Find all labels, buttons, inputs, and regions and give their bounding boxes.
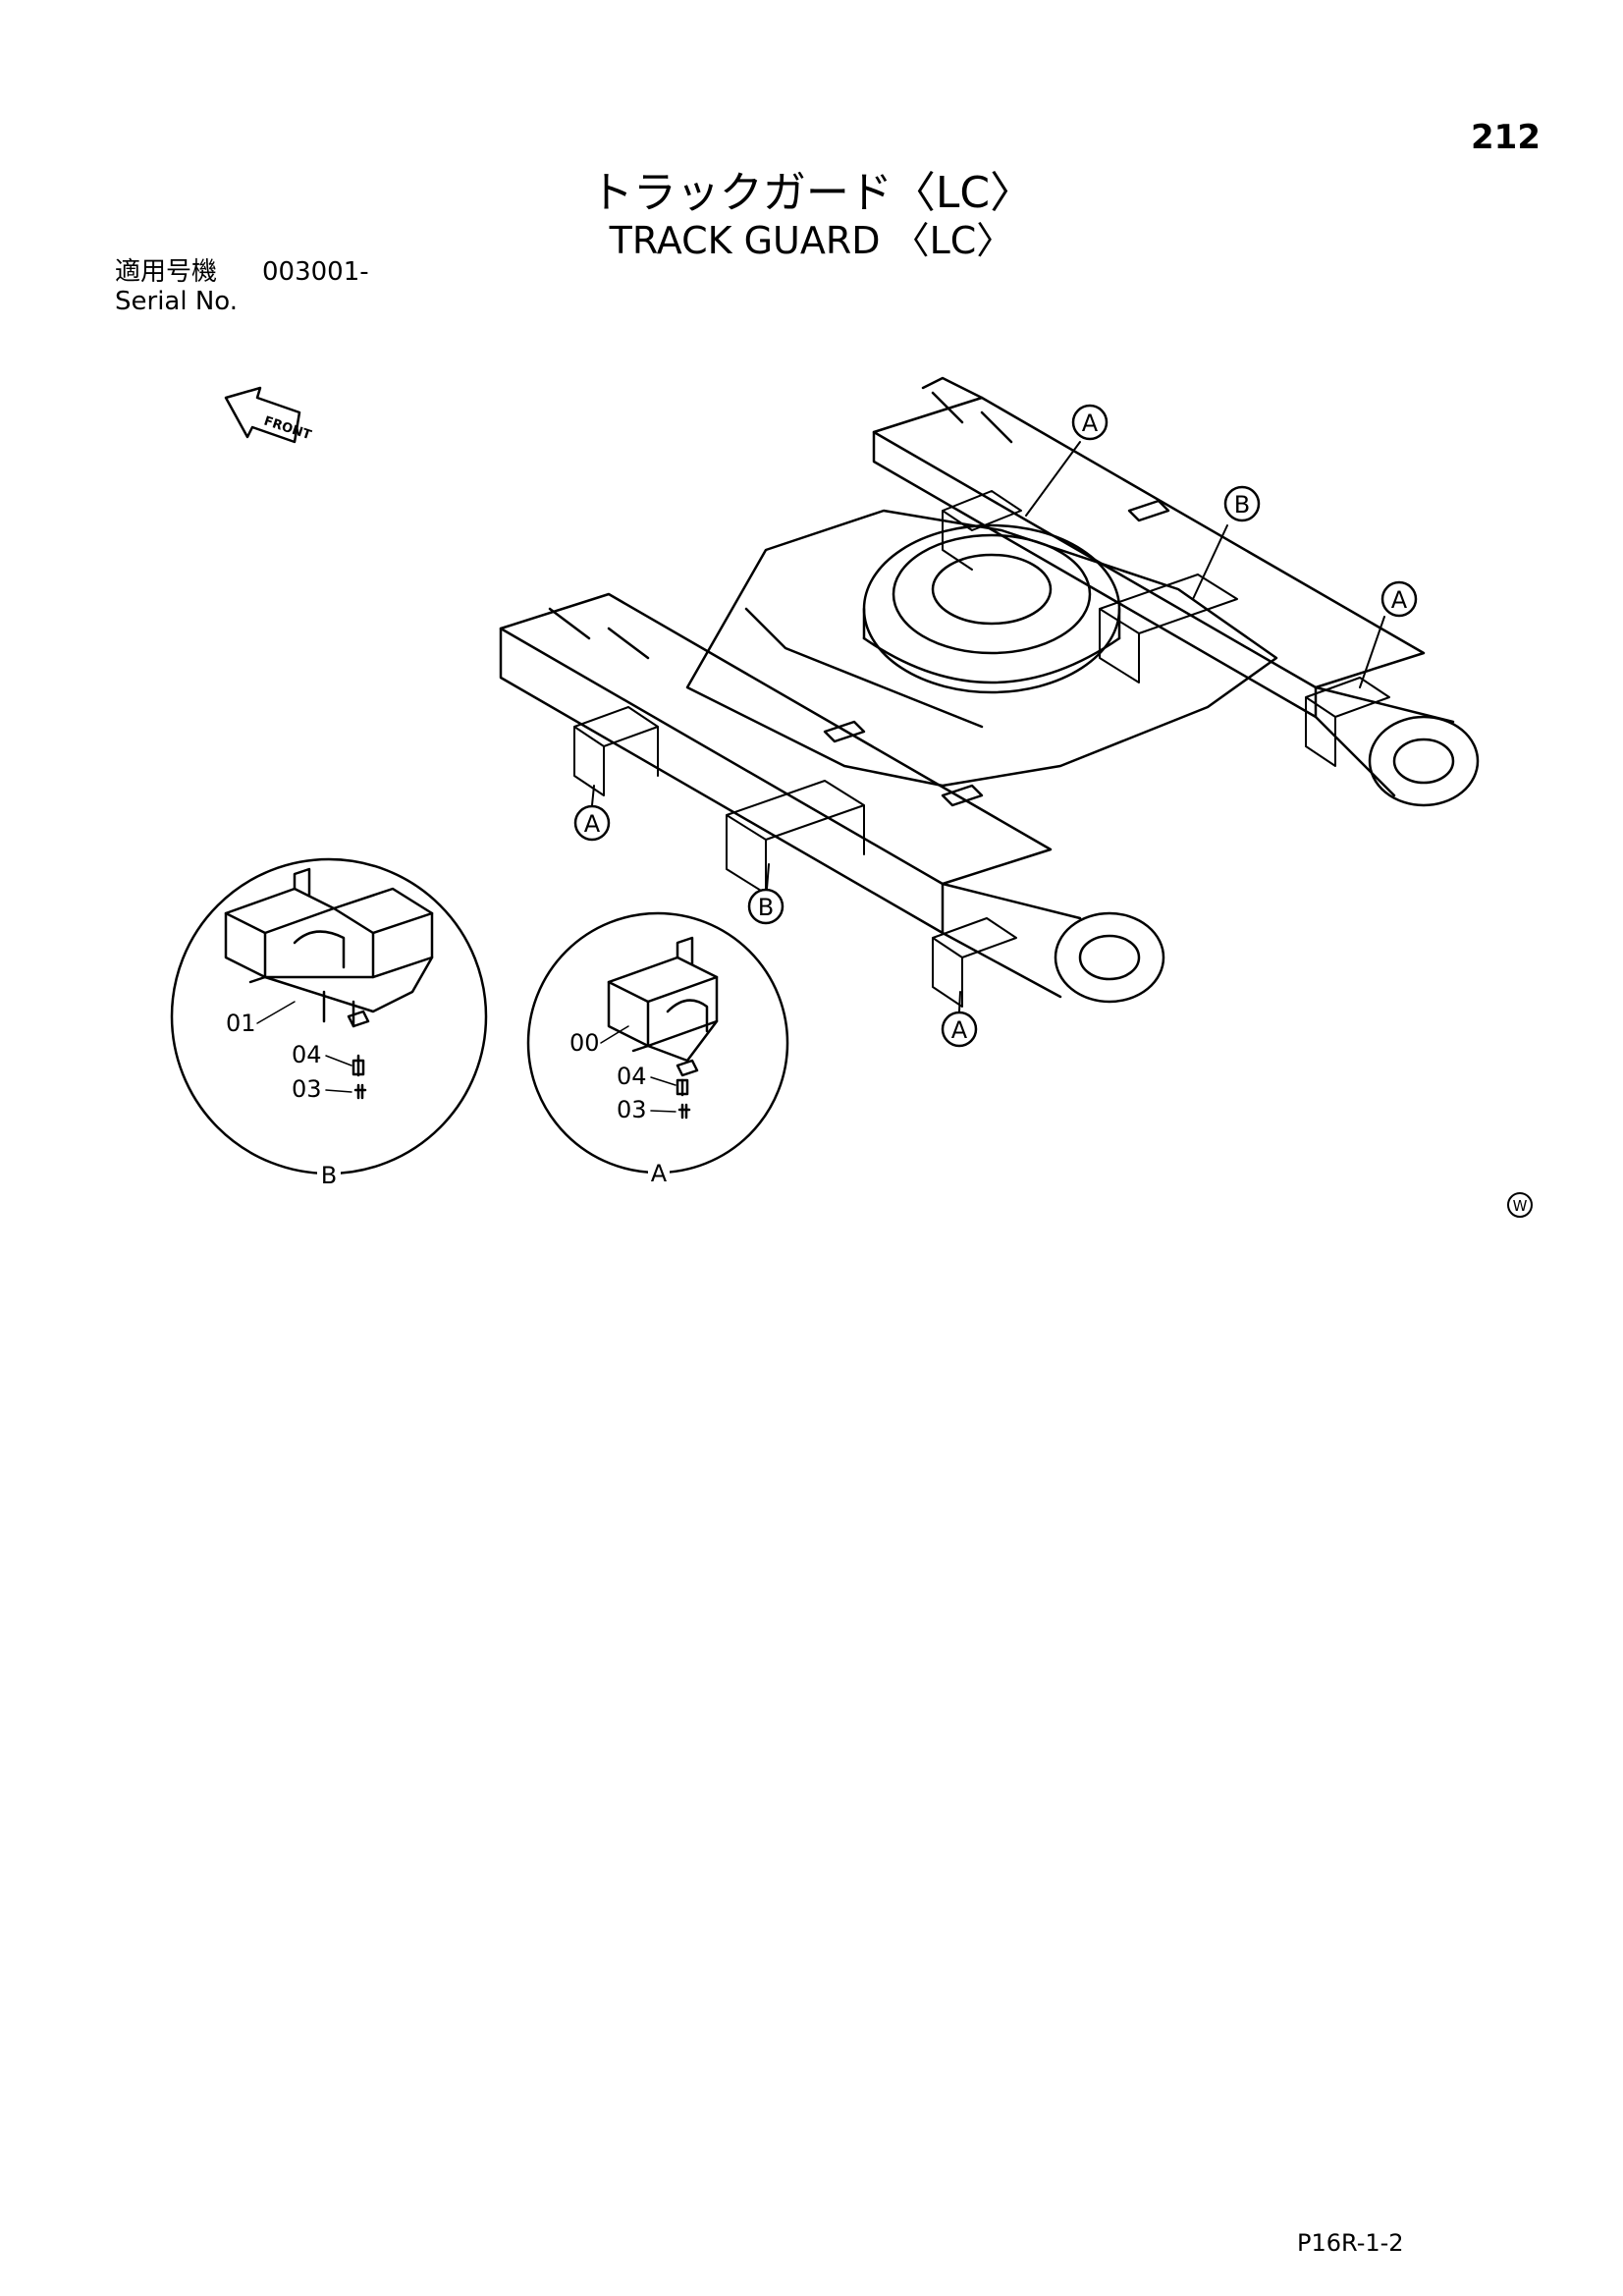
part-03-label-b: 03 [292, 1075, 322, 1103]
detail-b: 01 04 03 B [170, 857, 488, 1191]
callout-a-right: A [1380, 580, 1418, 618]
part-03-label-a: 03 [617, 1096, 647, 1123]
undercarriage-frame [499, 376, 1480, 1004]
serial-label-japanese: 適用号機 [115, 257, 218, 287]
svg-text:A: A [584, 810, 601, 838]
callout-b-top: B [1223, 485, 1261, 522]
callout-a-left: A [573, 804, 611, 842]
callout-a-top: A [1071, 404, 1109, 441]
svg-text:A: A [951, 1016, 968, 1044]
front-arrow-icon: FRONT [224, 386, 313, 444]
serial-value: 003001- [262, 257, 369, 287]
svg-text:W: W [1513, 1197, 1528, 1215]
part-04-label-b: 04 [292, 1041, 322, 1068]
page-title-japanese: トラックガード〈LC〉 [589, 168, 1034, 218]
svg-text:B: B [1234, 491, 1250, 519]
detail-b-label: B [321, 1162, 337, 1189]
part-01-label: 01 [226, 1010, 256, 1037]
page-number: 212 [1471, 118, 1541, 157]
page-title-english: TRACK GUARD 〈LC〉 [609, 219, 1014, 262]
mounted-guard-positions [573, 490, 1390, 1008]
detail-a: 00 04 03 A [526, 911, 789, 1188]
serial-number-block: 適用号機 003001- Serial No. [115, 257, 369, 316]
callout-b-bottom: B [747, 888, 784, 925]
serial-label-english: Serial No. [115, 287, 238, 316]
svg-text:A: A [1082, 410, 1099, 437]
part-04-label-a: 04 [617, 1063, 647, 1090]
footer-page-code: P16R-1-2 [1297, 2229, 1404, 2257]
svg-text:A: A [1391, 586, 1408, 614]
callout-a-bottom: A [941, 1011, 978, 1048]
svg-text:B: B [758, 894, 774, 921]
circled-w-mark: W [1507, 1192, 1533, 1218]
part-00-label: 00 [569, 1029, 600, 1057]
detail-a-label: A [651, 1160, 668, 1187]
